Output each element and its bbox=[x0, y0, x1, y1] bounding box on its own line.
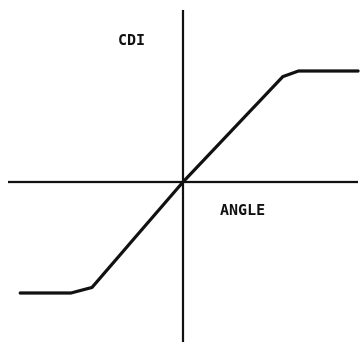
series-line bbox=[18, 69, 360, 295]
x-axis-label: ANGLE bbox=[220, 201, 265, 219]
y-axis-label: CDI bbox=[118, 31, 145, 49]
